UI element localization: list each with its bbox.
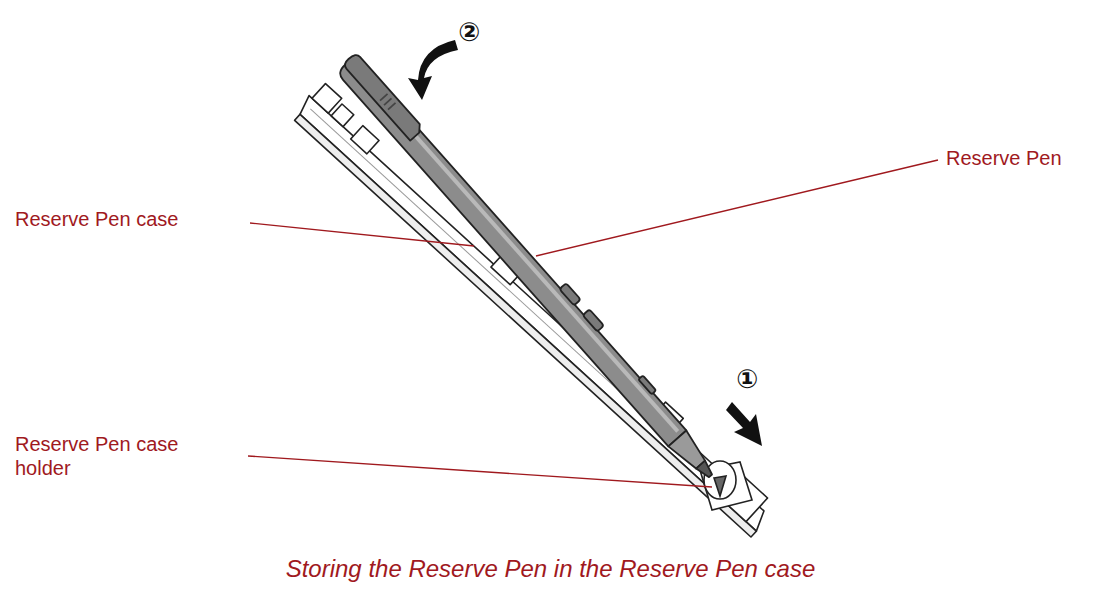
callout-number: ②	[458, 18, 492, 46]
figure-caption: Storing the Reserve Pen in the Reserve P…	[0, 555, 1101, 583]
callout-number: ①	[736, 365, 770, 393]
part-label: Reserve Pen	[946, 146, 1096, 170]
part-label: Reserve Pen case	[15, 207, 245, 231]
part-label: Reserve Pen case holder	[15, 432, 215, 480]
